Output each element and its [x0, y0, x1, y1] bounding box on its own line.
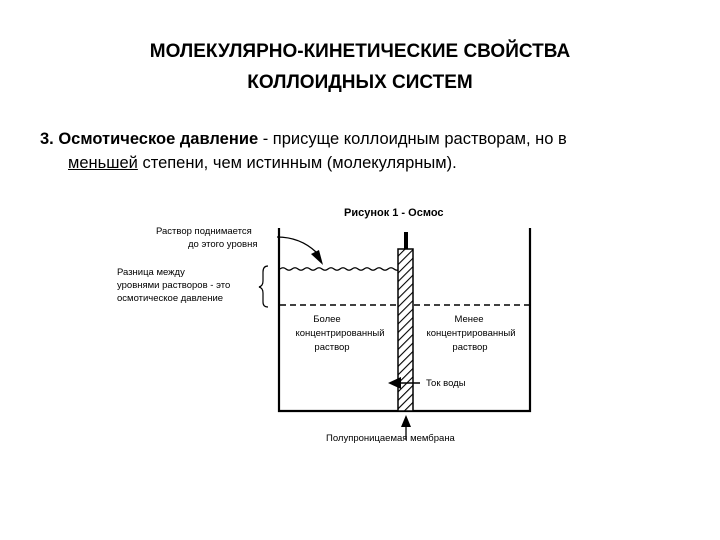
water-flow-arrow-icon: [388, 377, 401, 389]
right-solution-label-2: концентрированный: [426, 328, 515, 339]
rise-label-line-1: Раствор поднимается: [156, 226, 252, 237]
diff-label-line-3: осмотическое давление: [117, 293, 223, 304]
para-underlined-word: меньшей: [68, 154, 138, 172]
diagram-caption: Рисунок 1 - Осмос: [344, 207, 444, 219]
raised-solution-level: [279, 267, 407, 271]
membrane-label: Полупроницаемая мембрана: [326, 433, 456, 444]
rise-pointer-line: [276, 236, 317, 253]
brace-icon: [258, 265, 269, 308]
left-solution-label-1: Более: [313, 314, 340, 325]
para-heading: 3. Осмотическое давление: [40, 130, 259, 148]
rise-label-line-2: до этого уровня: [188, 239, 257, 250]
membrane-arrow-icon: [401, 415, 411, 427]
right-solution-label-1: Менее: [454, 314, 483, 325]
title-line-1: МОЛЕКУЛЯРНО-КИНЕТИЧЕСКИЕ СВОЙСТВА: [149, 41, 571, 62]
rise-arrow-icon: [311, 250, 323, 265]
left-solution-label-2: концентрированный: [295, 328, 384, 339]
para-text-2: степени, чем истинным (молекулярным).: [137, 154, 457, 172]
diff-label-line-1: Разница между: [117, 267, 185, 278]
osmotic-pressure-paragraph: 3. Осмотическое давление - присуще колло…: [40, 127, 700, 175]
water-flow-label: Ток воды: [426, 378, 466, 389]
semipermeable-membrane: [397, 248, 414, 412]
title-line-2: КОЛЛОИДНЫХ СИСТЕМ: [247, 72, 473, 93]
right-solution-label-3: раствор: [452, 342, 487, 353]
left-solution-label-3: раствор: [314, 342, 349, 353]
para-text-1: - присуще коллоидным растворам, но в: [258, 130, 567, 148]
diff-label-line-2: уровнями растворов - это: [117, 280, 230, 291]
slide-title: МОЛЕКУЛЯРНО-КИНЕТИЧЕСКИЕ СВОЙСТВА КОЛЛОИ…: [0, 36, 720, 98]
